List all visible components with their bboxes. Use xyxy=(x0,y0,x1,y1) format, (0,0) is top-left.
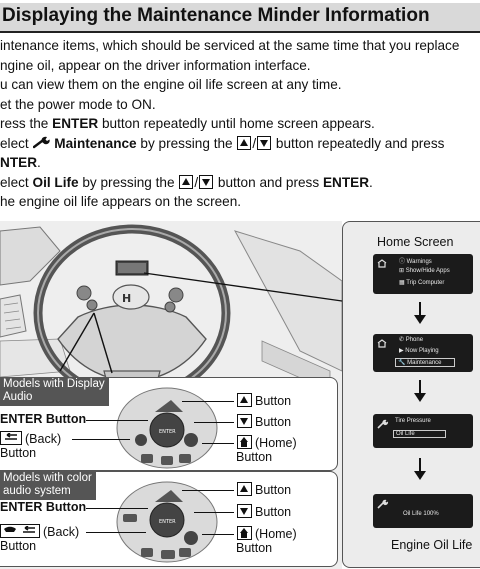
enter-button-label: ENTER Button xyxy=(0,412,87,426)
phone-back-icon xyxy=(0,524,40,538)
leader-line xyxy=(72,439,130,441)
down-arrow-icon xyxy=(414,380,426,402)
step-1: et the power mode to ON. xyxy=(0,96,156,112)
menu-item-now-playing: ▶ Now Playing xyxy=(399,348,439,354)
step-4: elect Oil Life by pressing the / button … xyxy=(0,174,373,190)
intro-line: ngine oil, appear on the driver informat… xyxy=(0,57,311,73)
leader-line xyxy=(182,490,234,492)
down-arrow-icon xyxy=(257,135,272,150)
home-icon xyxy=(377,259,387,268)
down-button-label: Button xyxy=(236,504,291,519)
step-3: elect Maintenance by pressing the / butt… xyxy=(0,135,445,151)
leader-line xyxy=(194,422,234,424)
home-icon xyxy=(237,435,252,449)
menu-item-warnings: ⓘ Warnings xyxy=(399,259,432,265)
down-arrow-icon xyxy=(414,458,426,480)
intro-line: intenance items, which should be service… xyxy=(0,38,460,53)
back-button-label: (Back) Button xyxy=(0,524,80,553)
menu-screen: ✆ Phone ▶ Now Playing 🔧 Maintenance xyxy=(373,334,473,372)
model-color-audio-box: ENTER xyxy=(0,471,338,567)
wrench-icon xyxy=(377,499,389,509)
step-2: ress the ENTER button repeatedly until h… xyxy=(0,116,375,131)
menu-item-show-hide-apps: ⊞ Show/Hide Apps xyxy=(399,268,450,274)
leader-line xyxy=(86,420,148,422)
leader-line xyxy=(86,532,146,534)
menu-item-maintenance: 🔧 Maintenance xyxy=(395,358,455,367)
back-icon xyxy=(0,431,22,445)
intro-line: u can view them on the engine oil life s… xyxy=(0,77,342,92)
home-screen-label: Home Screen xyxy=(377,235,454,249)
up-arrow-icon xyxy=(237,135,252,150)
leader-line xyxy=(182,401,234,403)
model-tag-color-audio: Models with color audio system xyxy=(0,471,96,500)
engine-oil-life-label: Engine Oil Life xyxy=(391,538,473,552)
menu-item-oil-life: Oil Life xyxy=(393,430,446,438)
maintenance-screen: Tire Pressure Oil Life xyxy=(373,414,473,448)
down-arrow-icon xyxy=(237,414,252,428)
home-icon xyxy=(377,339,387,348)
home-button-label: (Home) Button xyxy=(236,435,297,464)
menu-item-trip-computer: ▦ Trip Computer xyxy=(399,280,445,286)
up-arrow-icon xyxy=(237,393,252,407)
back-button-label: (Back) Button xyxy=(0,431,62,460)
home-screen: ⓘ Warnings ⊞ Show/Hide Apps ▦ Trip Compu… xyxy=(373,254,473,294)
dashboard-illustration: H ENTER Mod xyxy=(0,221,342,569)
svg-text:H: H xyxy=(122,292,131,305)
up-button-label: Button xyxy=(236,482,291,497)
model-tag-display-audio: Models with Display Audio xyxy=(0,377,109,406)
up-arrow-icon xyxy=(237,482,252,496)
up-arrow-icon xyxy=(179,174,194,189)
down-arrow-icon xyxy=(199,174,214,189)
steering-controls-1: ENTER xyxy=(116,387,218,469)
svg-text:ENTER: ENTER xyxy=(159,519,176,525)
model-display-audio-box: ENTER xyxy=(0,377,338,471)
illustration: H ENTER Mod xyxy=(0,221,480,569)
wrench-icon xyxy=(32,136,50,148)
menu-item-tire-pressure: Tire Pressure xyxy=(395,418,431,424)
oil-life-screen: Oil Life 100% xyxy=(373,494,473,528)
home-icon xyxy=(237,526,252,540)
oil-life-readout: Oil Life 100% xyxy=(403,511,439,517)
steering-controls-2: ENTER xyxy=(116,481,218,563)
step-3-cont: NTER. xyxy=(0,155,41,170)
leader-line xyxy=(202,534,234,536)
wrench-icon xyxy=(377,419,389,429)
step-5: he engine oil life appears on the screen… xyxy=(0,194,242,209)
svg-text:ENTER: ENTER xyxy=(159,429,176,435)
leader-line xyxy=(86,508,148,510)
instruction-text: intenance items, which should be service… xyxy=(0,36,480,212)
screen-sequence-panel: Home Screen ⓘ Warnings ⊞ Show/Hide Apps … xyxy=(342,221,480,568)
menu-item-phone: ✆ Phone xyxy=(399,337,424,343)
leader-line xyxy=(194,512,234,514)
down-arrow-icon xyxy=(237,504,252,518)
home-button-label: (Home) Button xyxy=(236,526,297,555)
leader-line xyxy=(202,443,234,445)
enter-button-label: ENTER Button xyxy=(0,500,87,514)
section-title-bar: Displaying the Maintenance Minder Inform… xyxy=(0,3,480,33)
down-button-label: Button xyxy=(236,414,291,429)
page-title: Displaying the Maintenance Minder Inform… xyxy=(2,5,430,26)
down-arrow-icon xyxy=(414,302,426,324)
up-button-label: Button xyxy=(236,393,291,408)
